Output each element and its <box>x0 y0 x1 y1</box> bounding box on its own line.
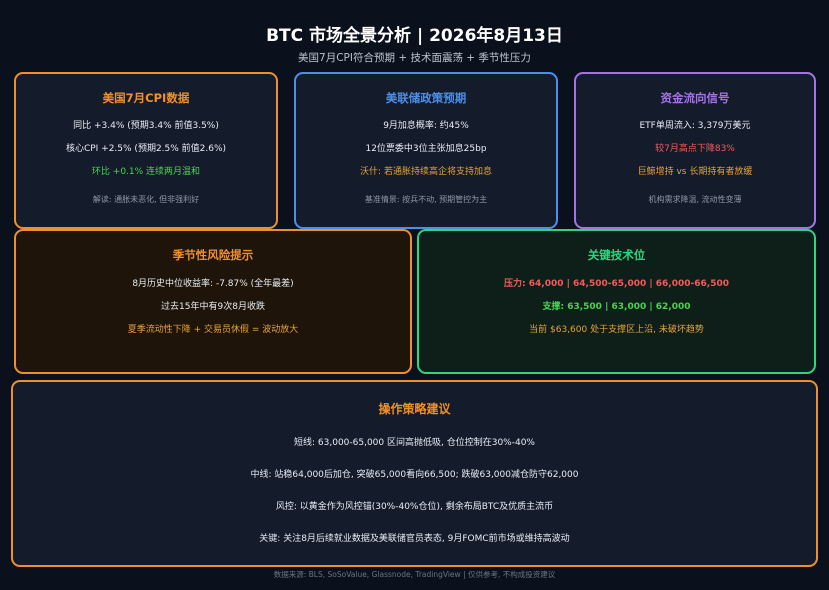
strategy-card-title: 操作策略建议 <box>378 402 451 416</box>
seasonal-history: 过去15年中有9次8月收跌 <box>161 302 265 312</box>
support-levels: 支撑: 63,500 | 63,000 | 62,000 <box>542 302 691 312</box>
fed-warsh: 沃什: 若通胀持续高企将支持加息 <box>360 167 492 177</box>
data-source-footer: 数据来源: BLS, SoSoValue, Glassnode, Trading… <box>273 570 556 579</box>
cpi-core: 核心CPI +2.5% (预期2.5% 前值2.6%) <box>65 144 227 154</box>
cpi-mom: 环比 +0.1% 连续两月温和 <box>91 167 201 177</box>
key-levels-card-title: 关键技术位 <box>587 248 646 262</box>
fed-note: 基准情景: 按兵不动, 预期管控为主 <box>364 195 488 204</box>
seasonal-card: 季节性风险提示 8月历史中位收益率: -7.87% (全年最差) 过去15年中有… <box>14 229 412 374</box>
strategy-short-term: 短线: 63,000-65,000 区间高抛低吸, 仓位控制在30%-40% <box>294 438 535 448</box>
seasonal-median: 8月历史中位收益率: -7.87% (全年最差) <box>132 279 294 289</box>
flow-card-title: 资金流向信号 <box>660 91 730 105</box>
strategy-card: 操作策略建议 短线: 63,000-65,000 区间高抛低吸, 仓位控制在30… <box>11 380 818 567</box>
resistance-levels: 压力: 64,000 | 64,500-65,000 | 66,000-66,5… <box>504 279 729 289</box>
flow-card: 资金流向信号 ETF单周流入: 3,379万美元 较7月高点下降83% 巨鲸增持… <box>574 72 816 229</box>
cpi-card-title: 美国7月CPI数据 <box>102 91 190 105</box>
fed-votes: 12位票委中3位主张加息25bp <box>365 144 487 154</box>
key-levels-card: 关键技术位 压力: 64,000 | 64,500-65,000 | 66,00… <box>417 229 816 374</box>
seasonal-liquidity: 夏季流动性下降 + 交易员休假 = 波动放大 <box>127 325 299 335</box>
flow-note: 机构需求降温, 流动性变薄 <box>648 195 742 204</box>
seasonal-card-title: 季节性风险提示 <box>172 248 254 262</box>
strategy-risk-control: 风控: 以黄金作为风控锚(30%-40%仓位), 剩余布局BTC及优质主流币 <box>275 502 554 512</box>
strategy-mid-term: 中线: 站稳64,000后加仓, 突破65,000看向66,500; 跌破63,… <box>250 470 579 480</box>
flow-whales: 巨鲸增持 vs 长期持有者放缓 <box>637 167 753 177</box>
fed-hike-prob: 9月加息概率: 约45% <box>383 121 469 131</box>
current-price-note: 当前 $63,600 处于支撑区上沿, 未破坏趋势 <box>529 325 704 335</box>
flow-etf: ETF单周流入: 3,379万美元 <box>639 121 751 131</box>
fed-card-title: 美联储政策预期 <box>385 91 467 105</box>
flow-drop: 较7月高点下降83% <box>655 144 735 154</box>
cpi-card: 美国7月CPI数据 同比 +3.4% (预期3.4% 前值3.5%) 核心CPI… <box>14 72 278 229</box>
strategy-key-watch: 关键: 关注8月后续就业数据及美联储官员表态, 9月FOMC前市场或维持高波动 <box>259 534 570 544</box>
page-subtitle: 美国7月CPI符合预期 + 技术面震荡 + 季节性压力 <box>298 52 531 64</box>
page-title: BTC 市场全景分析 | 2026年8月13日 <box>266 26 563 46</box>
cpi-note: 解读: 通胀未恶化, 但非强利好 <box>92 195 200 204</box>
fed-card: 美联储政策预期 9月加息概率: 约45% 12位票委中3位主张加息25bp 沃什… <box>294 72 558 229</box>
cpi-yoy: 同比 +3.4% (预期3.4% 前值3.5%) <box>73 121 219 131</box>
